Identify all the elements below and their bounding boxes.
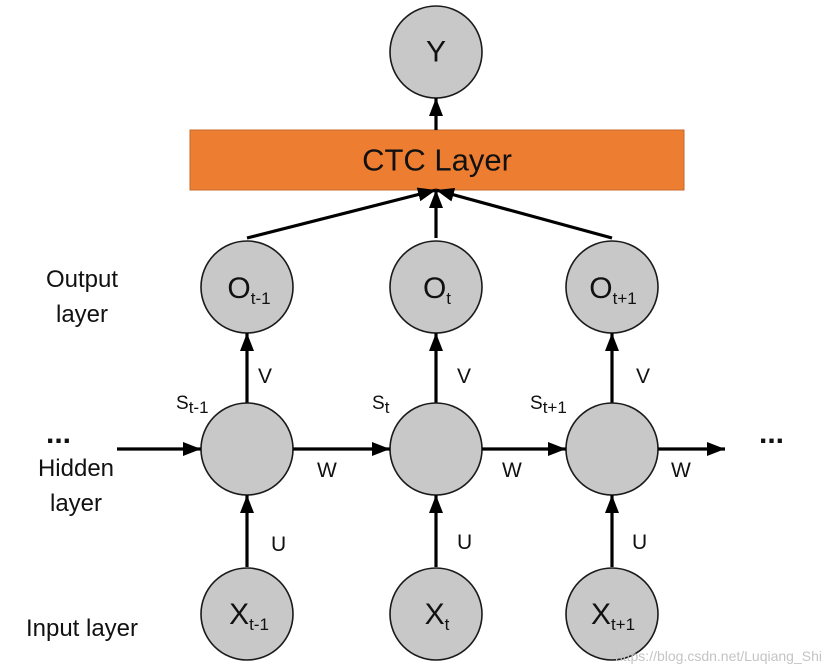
v-label-t+1: V xyxy=(636,365,650,388)
ellipsis-left: ... xyxy=(46,417,71,450)
y-node-label: Y xyxy=(426,36,446,69)
output-node-t-1-label: Ot-1 xyxy=(227,272,270,308)
ellipsis-right: ... xyxy=(759,417,784,450)
ctc-layer-box xyxy=(189,129,685,191)
watermark: https://blog.csdn.net/Luqiang_Shi xyxy=(615,648,822,664)
input-node-t-1 xyxy=(200,567,294,661)
hidden-layer-label-line1: Hidden xyxy=(38,455,114,482)
input-node-t+1 xyxy=(565,567,659,661)
ot+1-to-ctc-arrow xyxy=(435,187,613,240)
hidden-node-t xyxy=(389,402,483,496)
v-label-t-1: V xyxy=(258,365,272,388)
state-label-t: St xyxy=(372,393,390,417)
output-layer-label-line1: Output xyxy=(46,266,118,293)
u-label-t+1: U xyxy=(632,531,647,554)
output-layer-label-line2: layer xyxy=(56,301,108,328)
ot-1-to-ctc-arrow xyxy=(246,187,437,240)
state-label-t+1: St+1 xyxy=(530,393,567,417)
input-node-t-1-label: Xt-1 xyxy=(229,598,269,634)
hidden-node-t-1 xyxy=(200,402,294,496)
output-node-t+1-label: Ot+1 xyxy=(589,272,636,308)
w-label-t: W xyxy=(502,459,522,482)
hidden-node-t+1 xyxy=(565,402,659,496)
u-label-t: U xyxy=(457,531,472,554)
input-node-t-label: Xt xyxy=(425,598,450,634)
input-node-t xyxy=(389,567,483,661)
input-node-t+1-label: Xt+1 xyxy=(591,598,635,634)
w-label-t+1: W xyxy=(671,459,691,482)
state-label-t-1: St-1 xyxy=(176,393,209,417)
hidden-layer-label-line2: layer xyxy=(50,490,102,517)
output-node-t-label: Ot xyxy=(423,272,451,308)
w-label-t-1: W xyxy=(317,459,337,482)
u-label-t-1: U xyxy=(271,533,286,556)
ctc-layer-label: CTC Layer xyxy=(362,143,512,178)
v-label-t: V xyxy=(457,365,471,388)
input-layer-label: Input layer xyxy=(26,615,138,642)
